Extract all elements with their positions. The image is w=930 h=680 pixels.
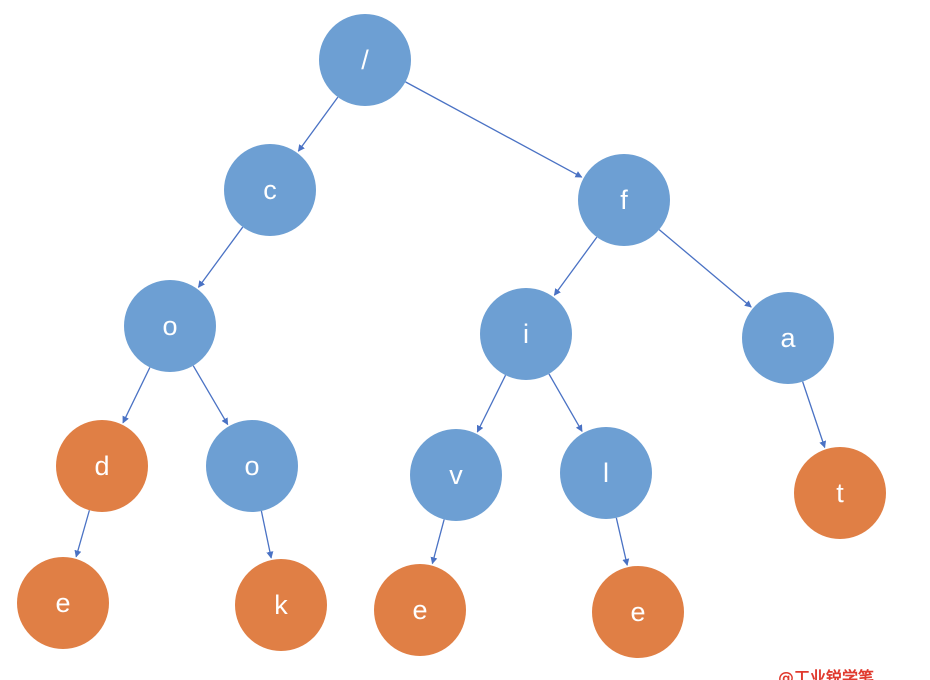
leaf-node-circle [17,557,109,649]
tree-node-v: v [410,429,502,521]
tree-node-e3: e [592,566,684,658]
branch-node-circle [480,288,572,380]
node-label: i [523,319,529,349]
edge-root-c [297,96,339,152]
tree-node-e2: e [374,564,466,656]
node-label: o [244,451,259,481]
branch-node-circle [560,427,652,519]
edge-l-e3 [615,517,630,566]
watermark-text: @工业锐学笔 [778,668,875,680]
edge-root-f [405,81,583,178]
nodes-layer: / c f o i a d o v l t e k e e [17,14,886,658]
edge-f-a [658,229,752,308]
node-label: e [412,595,427,625]
tree-node-i: i [480,288,572,380]
node-label: t [836,478,844,508]
node-label: f [620,185,628,215]
tree-node-o1: o [124,280,216,372]
node-label: k [274,590,288,620]
edge-o1-d [122,367,151,424]
edges-layer [74,81,827,566]
branch-node-circle [124,280,216,372]
node-label: o [162,311,177,341]
edge-c-o1 [197,226,244,288]
leaf-node-circle [592,566,684,658]
tree-node-f: f [578,154,670,246]
edge-v-e2 [430,519,445,565]
watermark: @工业锐学笔 [772,664,930,680]
branch-node-circle [224,144,316,236]
leaf-node-circle [374,564,466,656]
node-label: d [94,451,109,481]
tree-node-a: a [742,292,834,384]
edge-o2-k [260,510,274,559]
edge-i-v [476,374,507,433]
node-label: a [780,323,796,353]
node-label: e [630,597,645,627]
leaf-node-circle [794,447,886,539]
branch-node-circle [410,429,502,521]
branch-node-circle [319,14,411,106]
edge-i-l [548,373,583,433]
edge-o1-o2 [192,365,229,426]
node-label: l [603,458,609,488]
branch-node-circle [742,292,834,384]
node-label: e [55,588,70,618]
edge-d-e1 [74,510,91,558]
tree-node-d: d [56,420,148,512]
tree-node-c: c [224,144,316,236]
branch-node-circle [578,154,670,246]
tree-node-e1: e [17,557,109,649]
leaf-node-circle [56,420,148,512]
leaf-node-circle [235,559,327,651]
node-label: c [263,175,277,205]
tree-node-t: t [794,447,886,539]
branch-node-circle [206,420,298,512]
tree-node-o2: o [206,420,298,512]
node-label: / [361,45,369,75]
edge-f-i [553,236,598,296]
edge-a-t [802,381,827,449]
tree-node-k: k [235,559,327,651]
node-label: v [449,460,463,490]
tree-node-l: l [560,427,652,519]
tree-node-root: / [319,14,411,106]
